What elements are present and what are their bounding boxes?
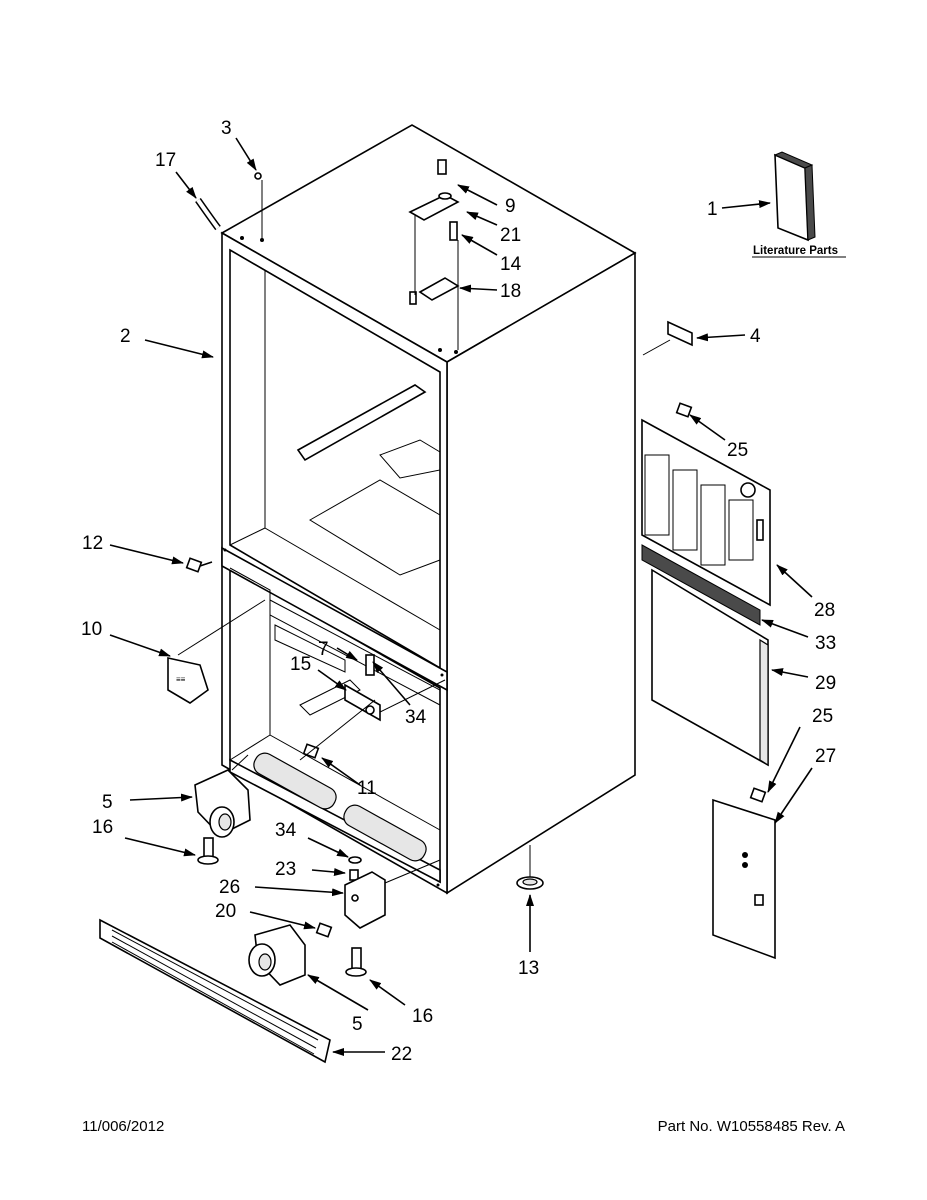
callout-33: 33 [815, 633, 836, 654]
top-hinge-assembly [261, 159, 460, 350]
callout-21: 21 [500, 225, 521, 246]
screw-icon [315, 922, 333, 938]
access-plug [516, 876, 544, 890]
callout-11: 11 [357, 778, 377, 799]
callout-17: 17 [155, 150, 176, 171]
machine-compartment-grille [641, 418, 771, 607]
seal-strip [641, 544, 761, 626]
callout-16: 16 [92, 817, 113, 838]
footer-date: 11/006/2012 [82, 1118, 165, 1135]
leader-lines [109, 137, 813, 1056]
callout-25: 25 [812, 706, 833, 727]
callout-2: 2 [120, 326, 131, 347]
screw-icon [185, 557, 213, 573]
callout-4: 4 [750, 326, 761, 347]
insulation-panel [651, 568, 769, 767]
caster-assembly [248, 924, 306, 986]
callout-12: 12 [82, 533, 103, 554]
valve-bracket [344, 654, 381, 722]
callout-labels: 1 2 3 4 5 5 7 9 10 11 12 13 14 15 16 16 … [81, 118, 836, 1065]
callout-10: 10 [81, 619, 102, 640]
footer-part-number: Part No. W10558485 Rev. A [657, 1118, 845, 1135]
literature-parts-label: Literature Parts [753, 245, 838, 257]
access-cover [712, 798, 776, 960]
callout-29: 29 [815, 673, 836, 694]
callout-14: 14 [500, 254, 522, 275]
literature-booklet [773, 151, 816, 242]
leveling-leg [197, 837, 219, 865]
callout-25: 25 [727, 440, 748, 461]
screw-icon [254, 172, 262, 180]
temperature-control: ≡≡ [167, 657, 209, 704]
roller-bracket [344, 871, 386, 929]
callout-1: 1 [707, 199, 718, 220]
callout-3: 3 [221, 118, 232, 139]
callout-5: 5 [352, 1014, 363, 1035]
caster-assembly [194, 769, 251, 838]
callout-20: 20 [215, 901, 236, 922]
rating-label [667, 320, 693, 347]
callout-23: 23 [275, 859, 296, 880]
callout-16: 16 [412, 1006, 433, 1027]
callout-34: 34 [275, 820, 297, 841]
washer-icon [348, 856, 362, 864]
callout-18: 18 [500, 281, 521, 302]
callout-27: 27 [815, 746, 836, 767]
callout-7: 7 [318, 639, 329, 660]
callout-34: 34 [405, 707, 427, 728]
callout-15: 15 [290, 654, 311, 675]
callout-26: 26 [219, 877, 240, 898]
leveling-leg [345, 947, 367, 977]
svg-text:≡≡: ≡≡ [176, 675, 186, 684]
callout-13: 13 [518, 958, 539, 979]
drain-tube [195, 197, 221, 231]
toe-grille [99, 918, 331, 1064]
callout-5: 5 [102, 792, 113, 813]
callout-22: 22 [391, 1044, 412, 1065]
screw-icon [749, 787, 767, 803]
callout-9: 9 [505, 196, 516, 217]
callout-28: 28 [814, 600, 835, 621]
refrigerator-cabinet [220, 124, 637, 895]
screw-icon [675, 402, 693, 418]
